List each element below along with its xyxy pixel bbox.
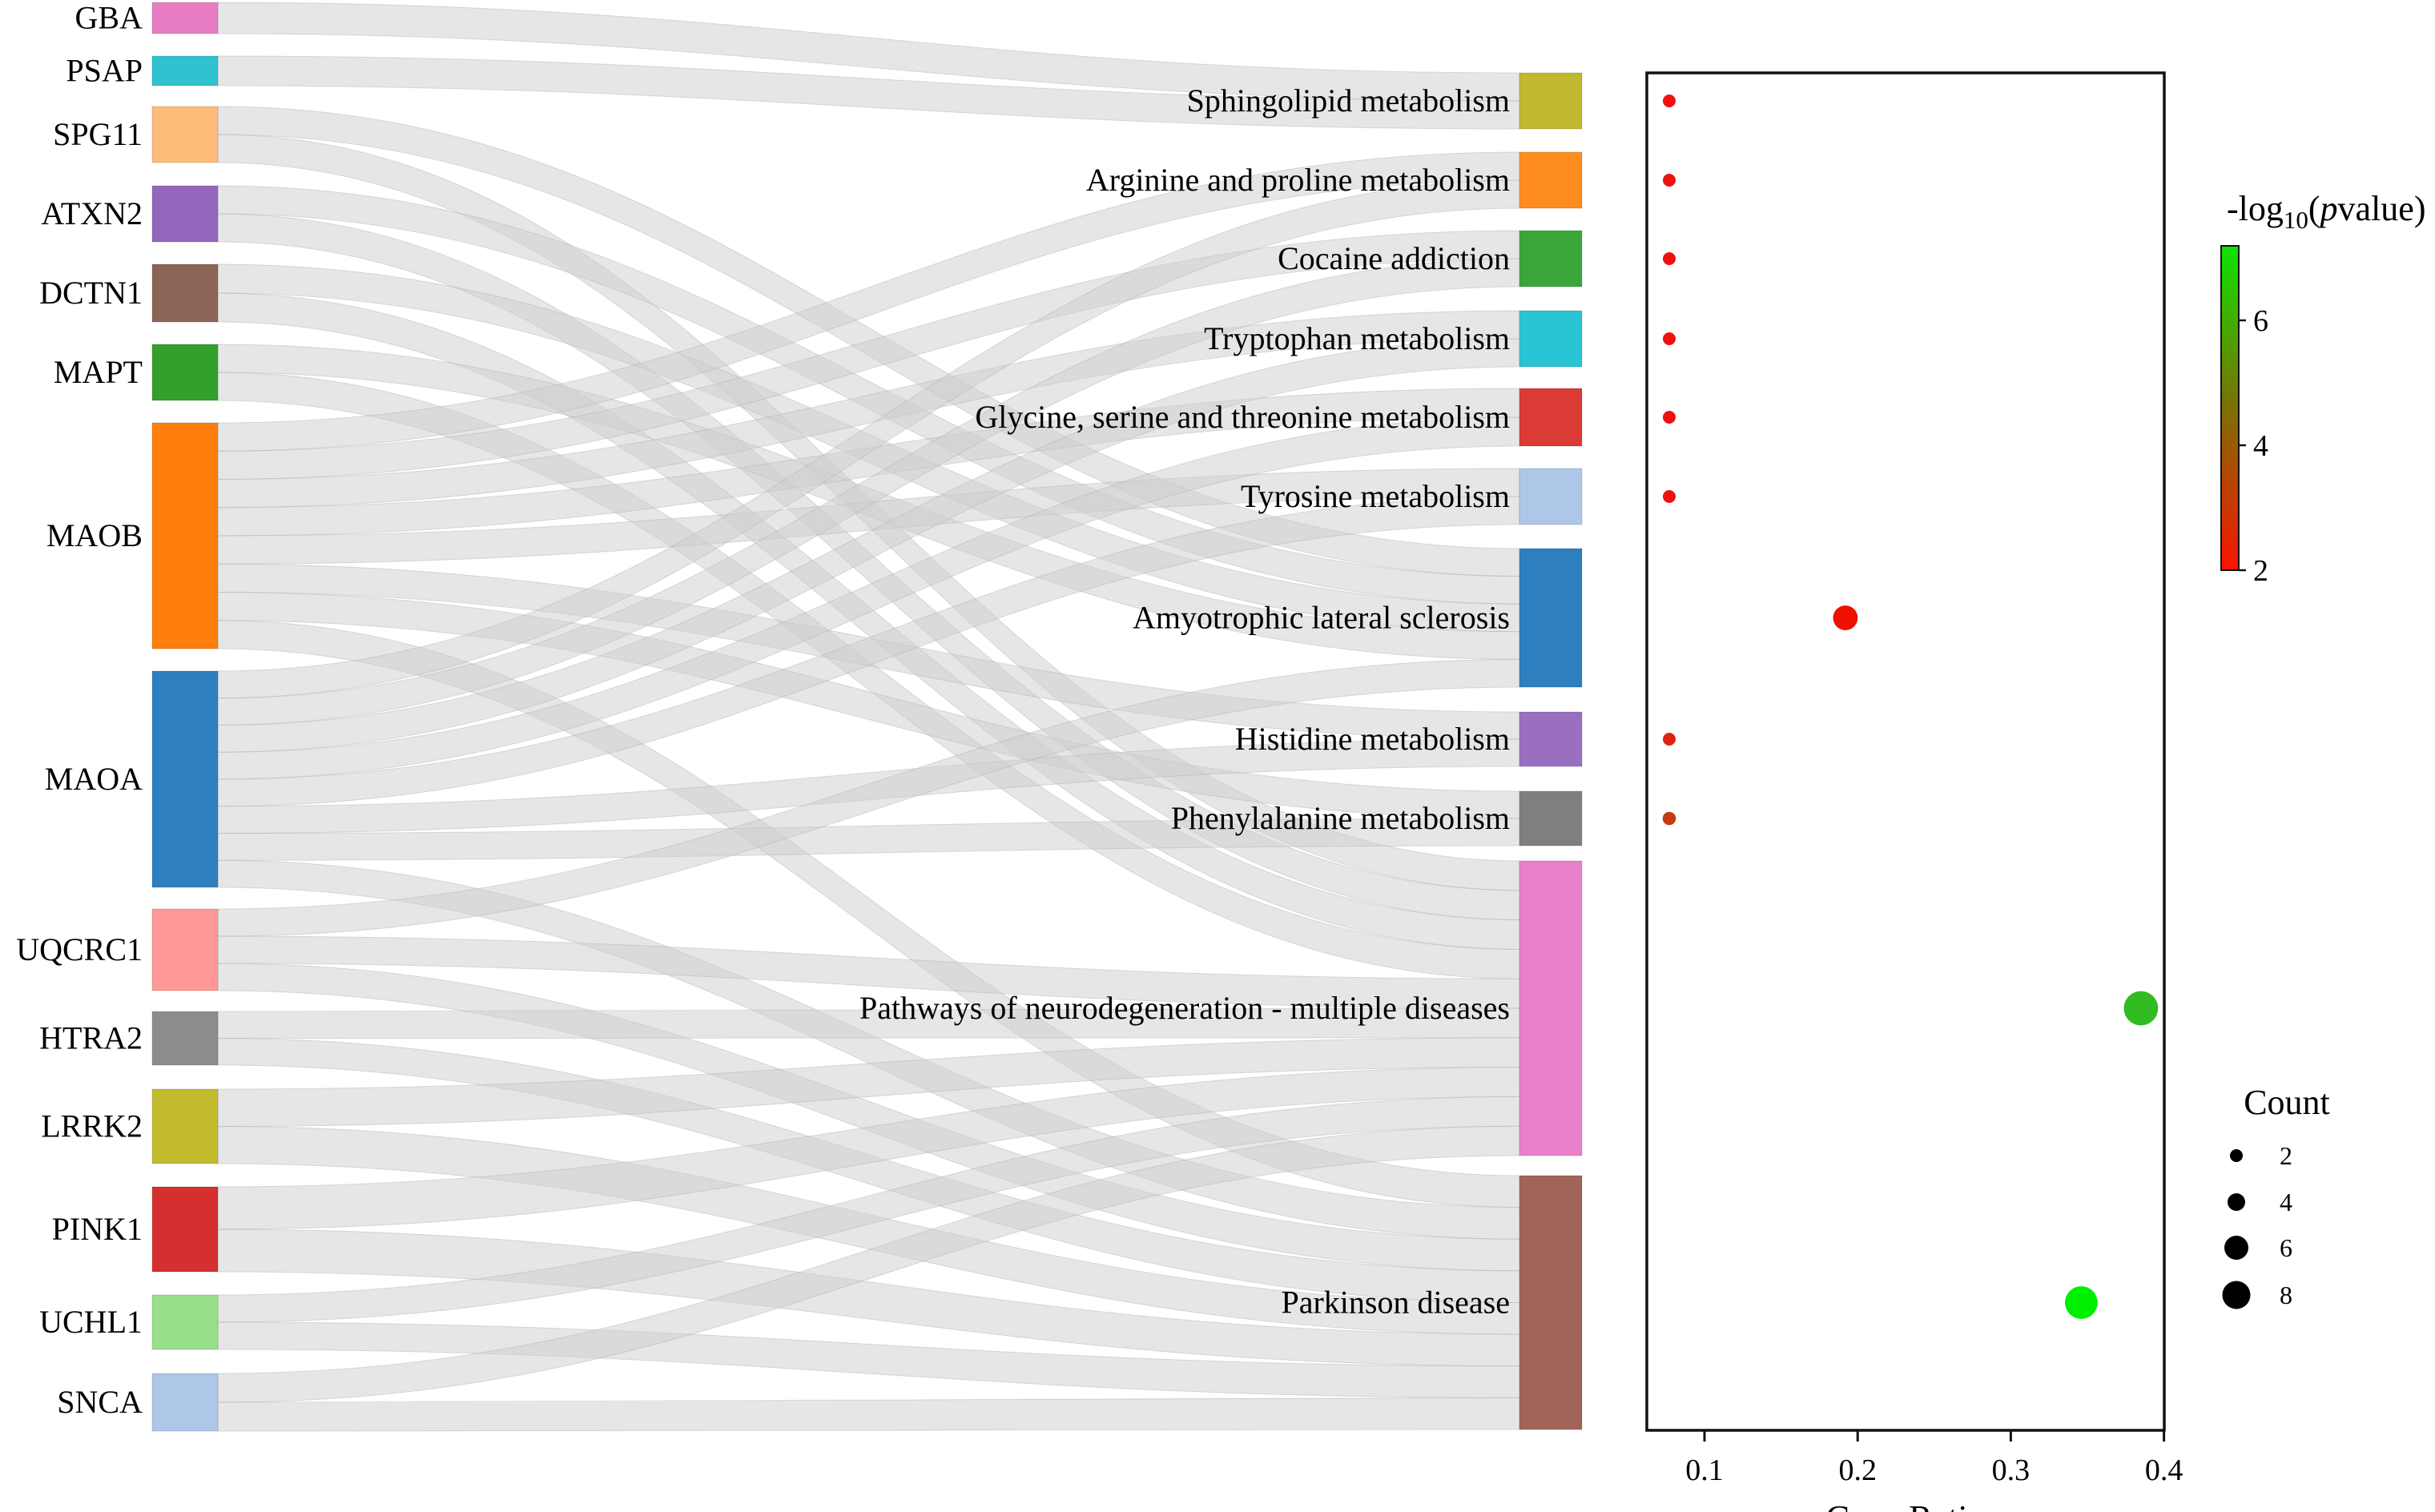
colorbar-title-subscript: 10 (2284, 206, 2308, 234)
gene-label-DCTN1: DCTN1 (39, 275, 143, 311)
gene-label-SPG11: SPG11 (53, 116, 143, 152)
count-legend-dot (2230, 1149, 2243, 1162)
count-legend-dot (2222, 1281, 2251, 1309)
gene-label-PINK1: PINK1 (52, 1211, 143, 1247)
gene-label-UCHL1: UCHL1 (39, 1304, 143, 1340)
gene-label-SNCA: SNCA (57, 1384, 143, 1420)
colorbar-title-paren: ( (2308, 189, 2320, 228)
dotplot-point-phenylalanine (1662, 811, 1676, 826)
pathway-node-tryptophan (1519, 310, 1583, 368)
gene-label-PSAP: PSAP (66, 53, 143, 89)
pathway-label-tyrosine: Tyrosine metabolism (1241, 478, 1510, 514)
gene-node-PINK1 (151, 1186, 219, 1273)
dotplot-axes-box (1645, 71, 2166, 1432)
pathway-node-cocaine (1519, 230, 1583, 288)
colorbar-tick-label: 6 (2253, 304, 2268, 338)
colorbar-title-p: p (2318, 189, 2338, 228)
pvalue-colorbar (2220, 245, 2240, 571)
colorbar-title-main: -log (2227, 189, 2284, 228)
count-legend-label: 4 (2280, 1188, 2292, 1216)
pathway-node-neurodegeneration (1519, 860, 1583, 1156)
gene-node-MAOA (151, 670, 219, 888)
x-axis-title: Gene.Ratio (1825, 1498, 1985, 1512)
gene-node-HTRA2 (151, 1011, 219, 1066)
gene-node-LRRK2 (151, 1088, 219, 1164)
gene-label-LRRK2: LRRK2 (41, 1108, 143, 1144)
dotplot-point-tyrosine (1663, 490, 1676, 503)
sankey-ribbons (217, 2, 1520, 1432)
pathway-node-phenylalanine (1519, 790, 1583, 846)
colorbar-title: -log10(pvalue) (2227, 189, 2425, 234)
pathway-label-als: Amyotrophic lateral sclerosis (1133, 600, 1510, 636)
x-tick-label: 0.2 (1838, 1454, 1877, 1487)
dotplot-point-sphingolipid (1663, 94, 1676, 107)
gene-node-DCTN1 (151, 263, 219, 323)
x-tick-label: 0.3 (1992, 1454, 2031, 1487)
pathway-label-parkinson: Parkinson disease (1281, 1285, 1510, 1321)
gene-label-MAPT: MAPT (54, 354, 143, 390)
pathway-node-als (1519, 548, 1583, 688)
count-legend-dot (2228, 1193, 2245, 1211)
gene-node-UCHL1 (151, 1294, 219, 1350)
gene-node-SPG11 (151, 106, 219, 163)
pathway-label-sphingolipid: Sphingolipid metabolism (1187, 82, 1510, 119)
count-legend-dot (2224, 1236, 2248, 1260)
dotplot-point-histidine (1663, 733, 1676, 746)
gene-node-SNCA (151, 1373, 219, 1432)
count-legend-label: 6 (2280, 1233, 2292, 1262)
gene-node-MAOB (151, 422, 219, 649)
x-tick-label: 0.1 (1685, 1454, 1724, 1487)
count-legend-label: 8 (2280, 1281, 2292, 1309)
pathway-label-arginine: Arginine and proline metabolism (1086, 162, 1510, 198)
pathway-label-neurodegeneration: Pathways of neurodegeneration - multiple… (859, 990, 1510, 1026)
pathway-label-tryptophan: Tryptophan metabolism (1204, 320, 1510, 356)
colorbar-tick-label: 4 (2253, 429, 2268, 463)
colorbar-tick-label: 2 (2253, 554, 2268, 588)
pathway-label-glycine: Glycine, serine and threonine metabolism (975, 399, 1510, 435)
dotplot-point-tryptophan (1663, 332, 1676, 345)
pathway-node-histidine (1519, 711, 1583, 767)
gene-node-PSAP (151, 55, 219, 86)
count-legend-label: 2 (2280, 1141, 2292, 1170)
count-legend-title: Count (2244, 1083, 2330, 1122)
dotplot-point-parkinson (2065, 1286, 2098, 1319)
pathway-node-tyrosine (1519, 468, 1583, 525)
colorbar-title-rest: value) (2338, 189, 2426, 228)
gene-node-UQCRC1 (151, 908, 219, 991)
dotplot-point-glycine (1663, 411, 1676, 424)
gene-node-ATXN2 (151, 185, 219, 243)
dotplot-point-cocaine (1663, 252, 1676, 265)
gene-label-GBA: GBA (75, 0, 143, 36)
x-tick-label: 0.4 (2145, 1454, 2183, 1487)
pathway-node-sphingolipid (1519, 72, 1583, 130)
pathway-node-arginine (1519, 151, 1583, 209)
gene-label-UQCRC1: UQCRC1 (16, 931, 143, 967)
pathway-label-phenylalanine: Phenylalanine metabolism (1171, 800, 1510, 836)
dotplot-point-als (1833, 605, 1858, 630)
sankey-link-SNCA-parkinson (217, 1397, 1520, 1432)
pathway-node-glycine (1519, 388, 1583, 447)
gene-label-HTRA2: HTRA2 (39, 1020, 143, 1056)
gene-node-GBA (151, 2, 219, 34)
gene-label-MAOA: MAOA (45, 761, 143, 797)
gene-label-ATXN2: ATXN2 (41, 195, 143, 231)
dotplot-point-arginine (1663, 174, 1676, 187)
gene-node-MAPT (151, 344, 219, 401)
dotplot-point-neurodegeneration (2123, 991, 2159, 1026)
pathway-label-cocaine: Cocaine addiction (1278, 240, 1510, 276)
gene-label-MAOB: MAOB (46, 517, 143, 553)
pathway-label-histidine: Histidine metabolism (1235, 721, 1510, 757)
pathway-node-parkinson (1519, 1175, 1583, 1430)
